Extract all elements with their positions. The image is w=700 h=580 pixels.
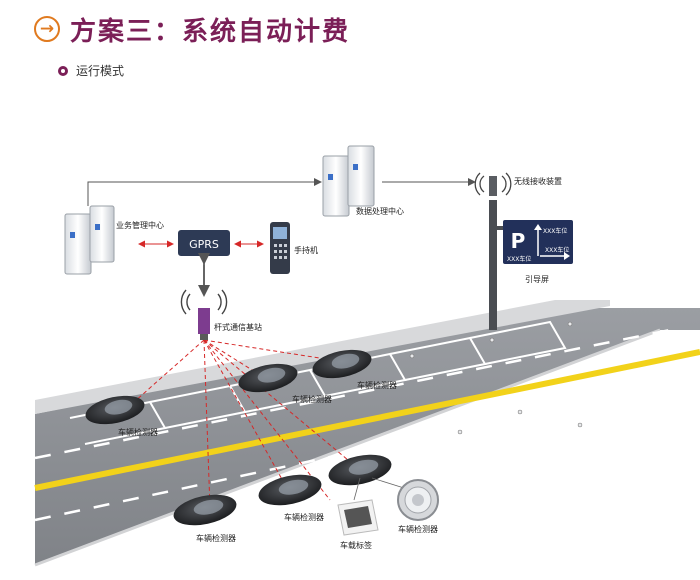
road-curb-top <box>35 300 610 414</box>
detector-label: 车辆检测器 <box>196 533 236 543</box>
lane-dash-lower <box>34 376 700 522</box>
detector-closeup <box>371 477 439 521</box>
car <box>258 474 322 506</box>
business-center-label: 业务管理中心 <box>116 220 164 230</box>
receiver-label: 无线接收装置 <box>514 176 562 186</box>
base-station-label: 杆式通信基站 <box>214 322 262 332</box>
sign-left-text: XXX车位 <box>507 255 531 263</box>
center-line-yellow <box>34 349 700 491</box>
bullet-icon <box>58 65 68 76</box>
guide-screen: P XXX车位 XXX车位 XXX车位 <box>503 220 573 264</box>
sign-letter: P <box>511 229 526 253</box>
link-business-to-data <box>87 178 322 206</box>
detector-markers <box>409 321 583 435</box>
car <box>173 494 237 526</box>
detector-closeup-label: 车辆检测器 <box>398 524 438 534</box>
lane-dash-upper <box>34 326 681 460</box>
sign-top-text: XXX车位 <box>543 227 567 235</box>
detector-label: 车辆检测器 <box>118 427 158 437</box>
handheld-label: 手持机 <box>294 245 318 255</box>
vehicle-tag <box>337 477 379 536</box>
sign-right-text: XXX车位 <box>545 246 569 254</box>
arrow-circle-icon: → <box>34 16 60 42</box>
title-row: → 方案三：系统自动计费 <box>34 12 351 47</box>
detector-label: 车辆检测器 <box>284 512 324 522</box>
cars <box>85 349 392 526</box>
detector-label: 车辆检测器 <box>357 380 397 390</box>
data-center-servers <box>322 145 375 217</box>
section-subtitle: 运行模式 <box>76 64 125 78</box>
car <box>328 454 392 486</box>
detector-label: 车辆检测器 <box>292 394 332 404</box>
car <box>238 363 298 393</box>
receiver-pole <box>474 172 512 330</box>
car <box>312 349 372 379</box>
subtitle-row: 运行模式 <box>58 62 124 79</box>
handheld-device <box>270 222 290 274</box>
guide-screen-label: 引导屏 <box>525 275 549 284</box>
gprs-box: GPRS <box>178 230 230 256</box>
business-center-servers <box>64 205 115 275</box>
data-center-label: 数据处理中心 <box>356 206 404 216</box>
page-title: 方案三：系统自动计费 <box>70 16 351 47</box>
gprs-label: GPRS <box>189 238 219 251</box>
vehicle-tag-label: 车载标签 <box>340 540 372 550</box>
road-curb-bottom <box>34 328 661 567</box>
car <box>85 395 145 425</box>
base-station <box>180 289 228 340</box>
road <box>34 300 700 580</box>
